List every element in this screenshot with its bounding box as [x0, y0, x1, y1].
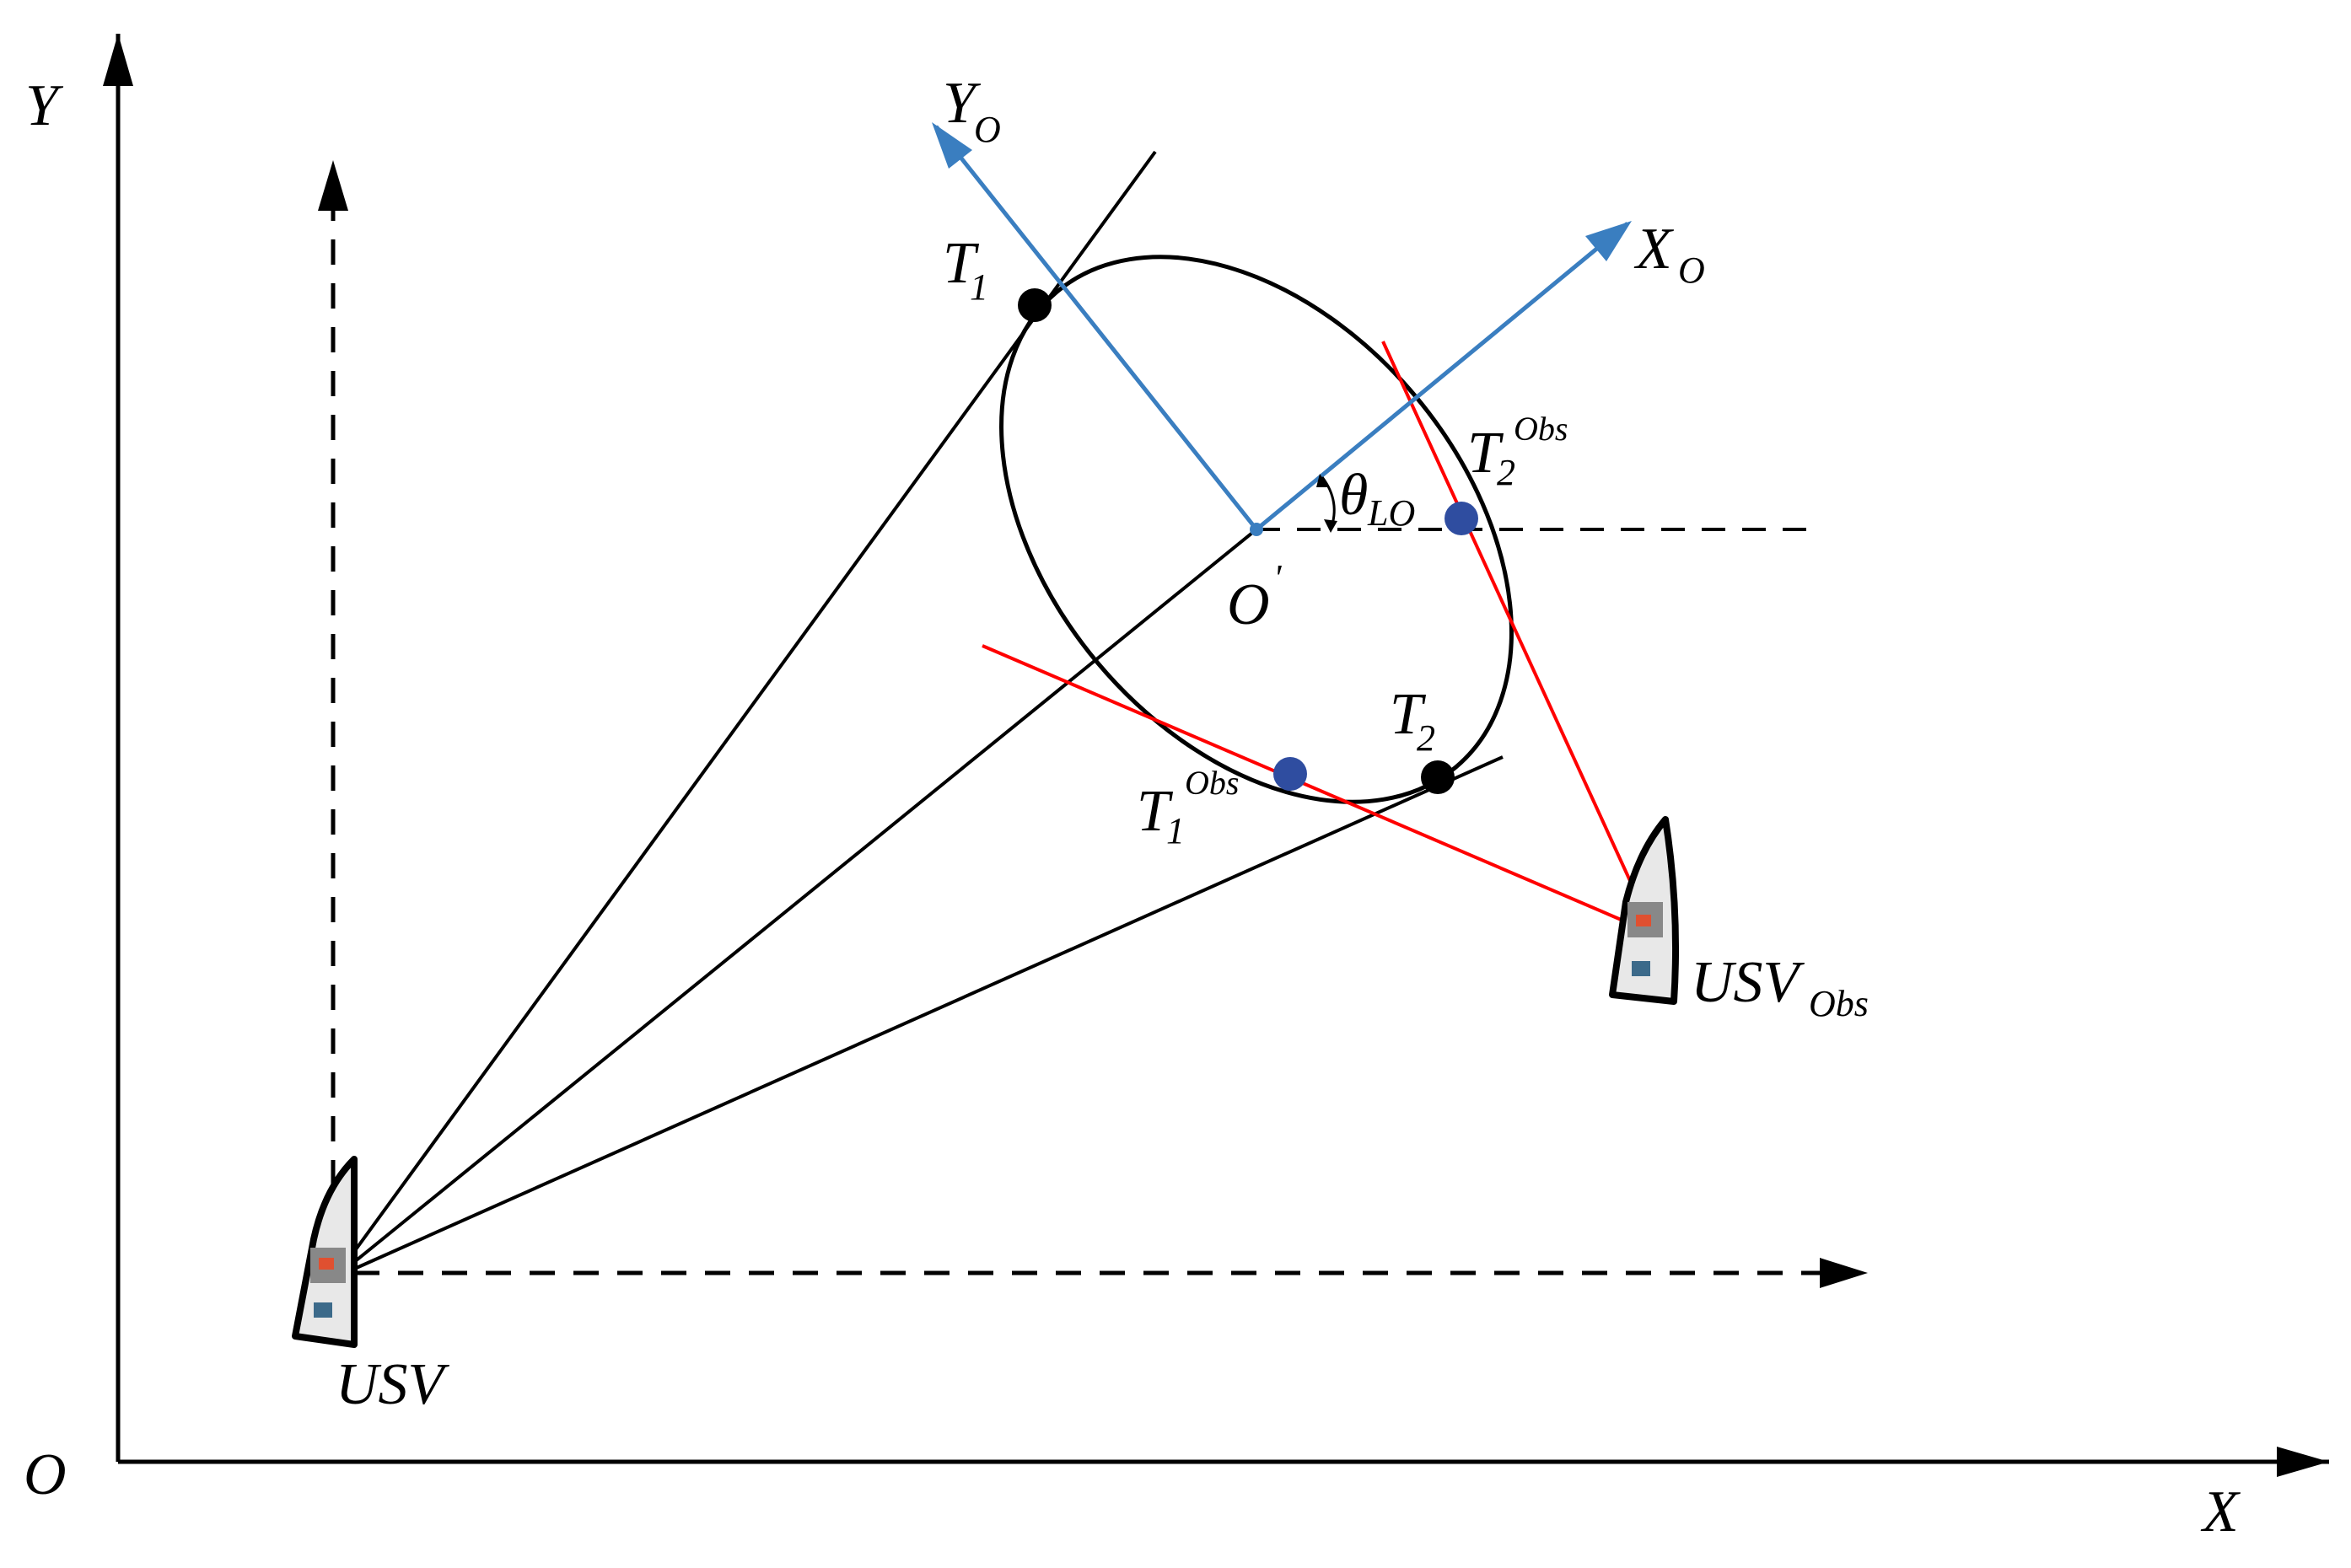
- label-theta: θ LO: [1339, 463, 1415, 534]
- theta-arc-arrowhead-bottom: [1324, 519, 1337, 533]
- label-usv-obs-sub: Obs: [1809, 983, 1869, 1024]
- label-yo-sub: O: [974, 109, 1001, 150]
- label-usv: USV: [336, 1352, 450, 1417]
- label-usv-obs-main: USV: [1691, 950, 1805, 1015]
- label-center-main: O: [1227, 572, 1270, 637]
- global-axes: [103, 34, 2329, 1477]
- obs-sight-lines: [982, 341, 1656, 936]
- labels: O X Y USV USV Obs X O Y O O ' θ LO T 1: [24, 71, 2241, 1544]
- label-t1obs: T 1 Obs: [1137, 764, 1239, 851]
- label-t2obs-main: T: [1467, 421, 1504, 486]
- label-x-axis: X: [2200, 1479, 2241, 1544]
- label-yo: Y O: [943, 71, 1001, 150]
- label-xo: X O: [1633, 217, 1705, 291]
- usv-reference-axes: [318, 160, 1868, 1288]
- local-y-arrowhead: [932, 122, 972, 169]
- label-t1-main: T: [943, 231, 980, 296]
- label-t1: T 1: [943, 231, 988, 308]
- local-axes: [932, 122, 1632, 536]
- label-t2: T 2: [1390, 682, 1435, 759]
- usv-boat-mark: [319, 1258, 334, 1270]
- local-x-arrowhead: [1585, 221, 1632, 261]
- usv-obs-boat-base: [1632, 961, 1650, 976]
- theta-arc-arrowhead-top: [1316, 474, 1329, 487]
- label-theta-sub: LO: [1367, 492, 1415, 534]
- label-xo-main: X: [1633, 217, 1675, 282]
- line-usv-to-t2: [335, 755, 1504, 1279]
- point-t2obs: [1444, 502, 1478, 535]
- label-t2-sub: 2: [1417, 717, 1435, 759]
- label-origin: O: [24, 1442, 67, 1507]
- label-t2obs-sup: Obs: [1514, 410, 1568, 448]
- red-line-t2obs: [1381, 341, 1656, 935]
- label-t2obs: T 2 Obs: [1467, 410, 1568, 493]
- label-t2-main: T: [1390, 682, 1427, 747]
- usv-dashed-y-arrowhead: [318, 160, 348, 211]
- label-yo-main: Y: [943, 71, 982, 136]
- point-t1: [1018, 288, 1052, 322]
- label-t2obs-sub: 2: [1497, 452, 1515, 493]
- usv-obs-boat-mark: [1636, 915, 1651, 926]
- usv-boat-base: [314, 1302, 332, 1318]
- local-x-axis: [1255, 222, 1629, 531]
- label-usv-obs: USV Obs: [1691, 950, 1869, 1024]
- x-axis-arrowhead: [2277, 1447, 2329, 1477]
- label-y-axis: Y: [25, 73, 64, 138]
- label-t1obs-main: T: [1137, 779, 1174, 844]
- local-y-axis: [934, 125, 1258, 531]
- line-usv-to-center: [334, 528, 1258, 1279]
- usv-boat: [292, 1156, 358, 1348]
- label-t1obs-sup: Obs: [1185, 764, 1239, 802]
- label-theta-main: θ: [1339, 463, 1368, 528]
- label-t1-sub: 1: [970, 266, 988, 308]
- usv-obs-boat: [1609, 816, 1680, 1005]
- usv-dashed-x-arrowhead: [1820, 1258, 1868, 1288]
- label-center-prime: ': [1273, 557, 1283, 599]
- red-line-t1obs: [982, 644, 1655, 936]
- point-t1obs: [1273, 757, 1307, 791]
- label-t1obs-sub: 1: [1166, 810, 1185, 851]
- label-center: O ': [1227, 557, 1283, 637]
- label-xo-sub: O: [1678, 250, 1705, 291]
- usv-sight-lines: [334, 150, 1504, 1279]
- point-t2: [1421, 760, 1455, 794]
- y-axis-arrowhead: [103, 34, 133, 86]
- center-point: [1250, 523, 1263, 536]
